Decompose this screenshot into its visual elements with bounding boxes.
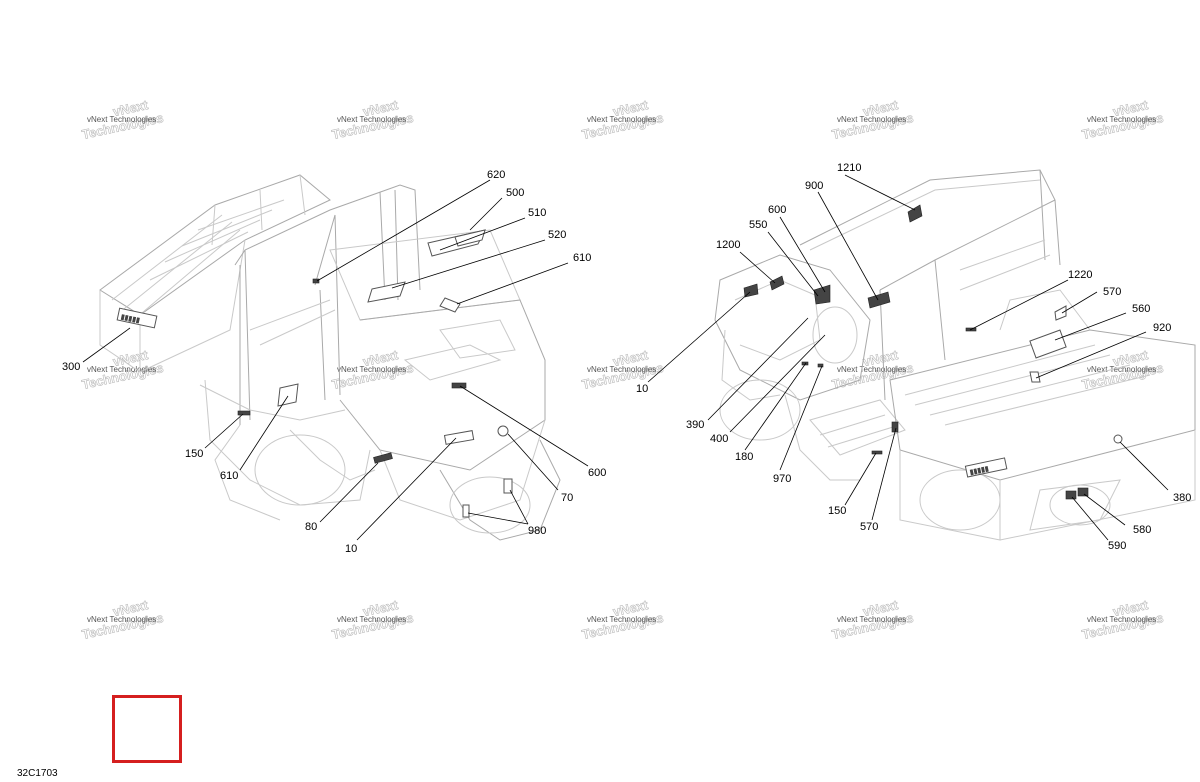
svg-text:vNext Technologies: vNext Technologies bbox=[1087, 365, 1156, 374]
svg-text:▮▮▮▮▮: ▮▮▮▮▮ bbox=[969, 466, 989, 477]
callout-10: 10 bbox=[636, 383, 648, 395]
svg-text:vNext Technologies: vNext Technologies bbox=[837, 115, 906, 124]
callout-900: 900 bbox=[805, 180, 823, 192]
svg-text:vNext Technologies: vNext Technologies bbox=[337, 115, 406, 124]
callout-180: 180 bbox=[735, 451, 753, 463]
leader-lines bbox=[82, 174, 1169, 541]
callout-1210: 1210 bbox=[837, 162, 861, 174]
callout-500: 500 bbox=[506, 187, 524, 199]
svg-text:vNext Technologies: vNext Technologies bbox=[1087, 115, 1156, 124]
callout-600: 600 bbox=[588, 467, 606, 479]
callout-600: 600 bbox=[768, 204, 786, 216]
callout-590: 590 bbox=[1108, 540, 1126, 552]
left-vehicle-sketch: ▮▮▮▮▮ bbox=[99, 174, 561, 541]
callout-70: 70 bbox=[561, 492, 573, 504]
svg-text:vNext Technologies: vNext Technologies bbox=[587, 615, 656, 624]
callout-300: 300 bbox=[62, 361, 80, 373]
callout-520: 520 bbox=[548, 229, 566, 241]
callout-980: 980 bbox=[528, 525, 546, 537]
callout-390: 390 bbox=[686, 419, 704, 431]
callout-1220: 1220 bbox=[1068, 269, 1092, 281]
right-callouts: 1210 900 600 550 1200 1220 570 560 920 1… bbox=[636, 162, 1191, 552]
svg-text:▮▮▮▮▮: ▮▮▮▮▮ bbox=[120, 314, 140, 325]
callout-610: 610 bbox=[573, 252, 591, 264]
callout-1200: 1200 bbox=[716, 239, 740, 251]
svg-text:vNext Technologies: vNext Technologies bbox=[837, 365, 906, 374]
callout-970: 970 bbox=[773, 473, 791, 485]
svg-text:vNext Technologies: vNext Technologies bbox=[87, 365, 156, 374]
selection-box[interactable] bbox=[112, 695, 182, 763]
callout-560: 560 bbox=[1132, 303, 1150, 315]
callout-550: 550 bbox=[749, 219, 767, 231]
svg-text:vNext Technologies: vNext Technologies bbox=[87, 615, 156, 624]
callout-150: 150 bbox=[828, 505, 846, 517]
svg-text:vNext Technologies: vNext Technologies bbox=[837, 615, 906, 624]
callout-570: 570 bbox=[1103, 286, 1121, 298]
callout-570-lower: 570 bbox=[860, 521, 878, 533]
left-callouts: 620 500 510 520 610 300 150 610 80 10 60… bbox=[62, 169, 606, 555]
diagram-code: 32C1703 bbox=[17, 768, 58, 779]
svg-text:vNext Technologies: vNext Technologies bbox=[1087, 615, 1156, 624]
callout-380: 380 bbox=[1173, 492, 1191, 504]
callout-150: 150 bbox=[185, 448, 203, 460]
callout-80: 80 bbox=[305, 521, 317, 533]
svg-text:vNext Technologies: vNext Technologies bbox=[337, 365, 406, 374]
right-vehicle-sketch: ▮▮▮▮▮ bbox=[714, 169, 1196, 541]
callout-920: 920 bbox=[1153, 322, 1171, 334]
svg-text:vNext Technologies: vNext Technologies bbox=[337, 615, 406, 624]
callout-400: 400 bbox=[710, 433, 728, 445]
svg-text:vNext Technologies: vNext Technologies bbox=[87, 115, 156, 124]
svg-text:vNext Technologies: vNext Technologies bbox=[587, 115, 656, 124]
svg-text:vNext Technologies: vNext Technologies bbox=[587, 365, 656, 374]
callout-610-lower: 610 bbox=[220, 470, 238, 482]
callout-620: 620 bbox=[487, 169, 505, 181]
callout-580: 580 bbox=[1133, 524, 1151, 536]
callout-510: 510 bbox=[528, 207, 546, 219]
callout-10: 10 bbox=[345, 543, 357, 555]
